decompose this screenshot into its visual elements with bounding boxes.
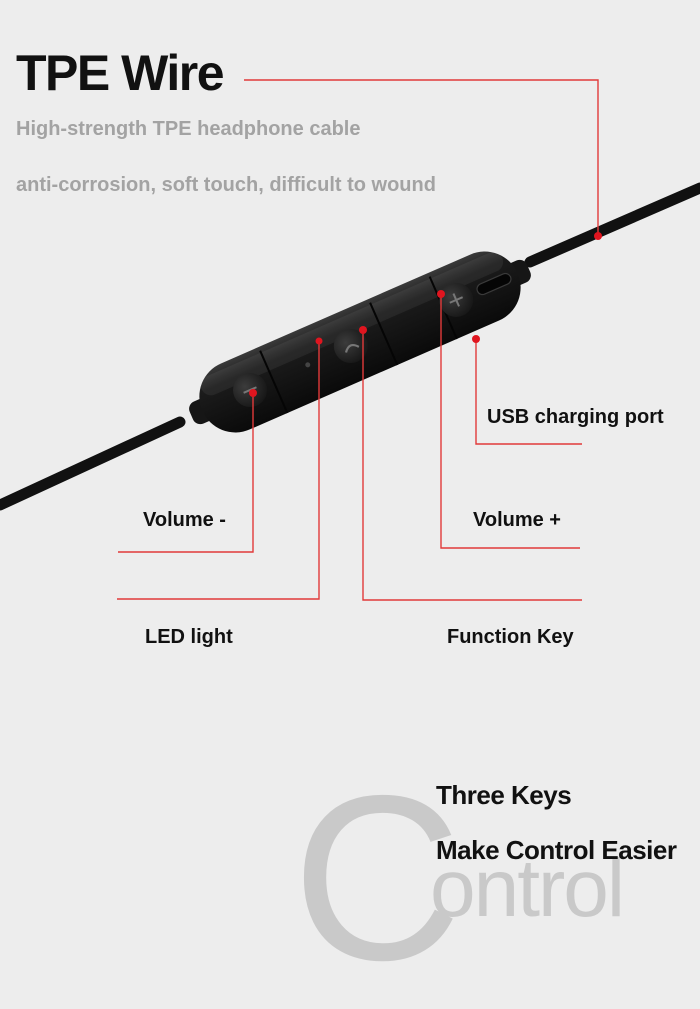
product-graphic: C ontrol xyxy=(0,45,700,995)
label-led-light: LED light xyxy=(145,626,233,648)
watermark-ontrol: ontrol xyxy=(430,843,625,934)
usb-port xyxy=(476,272,512,296)
cable-right xyxy=(524,182,700,268)
tagline-control-easier: Make Control Easier xyxy=(436,835,677,865)
label-function-key: Function Key xyxy=(447,626,574,648)
remote-illustration xyxy=(0,79,700,601)
minus-icon xyxy=(243,386,257,394)
cable-left xyxy=(0,416,186,511)
tagline-three-keys: Three Keys xyxy=(436,780,572,810)
phone-icon xyxy=(344,344,360,353)
subtitle-strength: High-strength TPE headphone cable xyxy=(16,118,361,140)
label-volume-plus: Volume + xyxy=(473,509,561,531)
led-hole xyxy=(305,362,311,368)
label-volume-minus: Volume - xyxy=(143,509,226,531)
label-usb-charging-port: USB charging port xyxy=(487,406,664,428)
leader-lines xyxy=(117,79,599,601)
marker-dots xyxy=(249,232,602,397)
subtitle-features: anti-corrosion, soft touch, difficult to… xyxy=(16,174,436,196)
page-title: TPE Wire xyxy=(16,45,225,101)
